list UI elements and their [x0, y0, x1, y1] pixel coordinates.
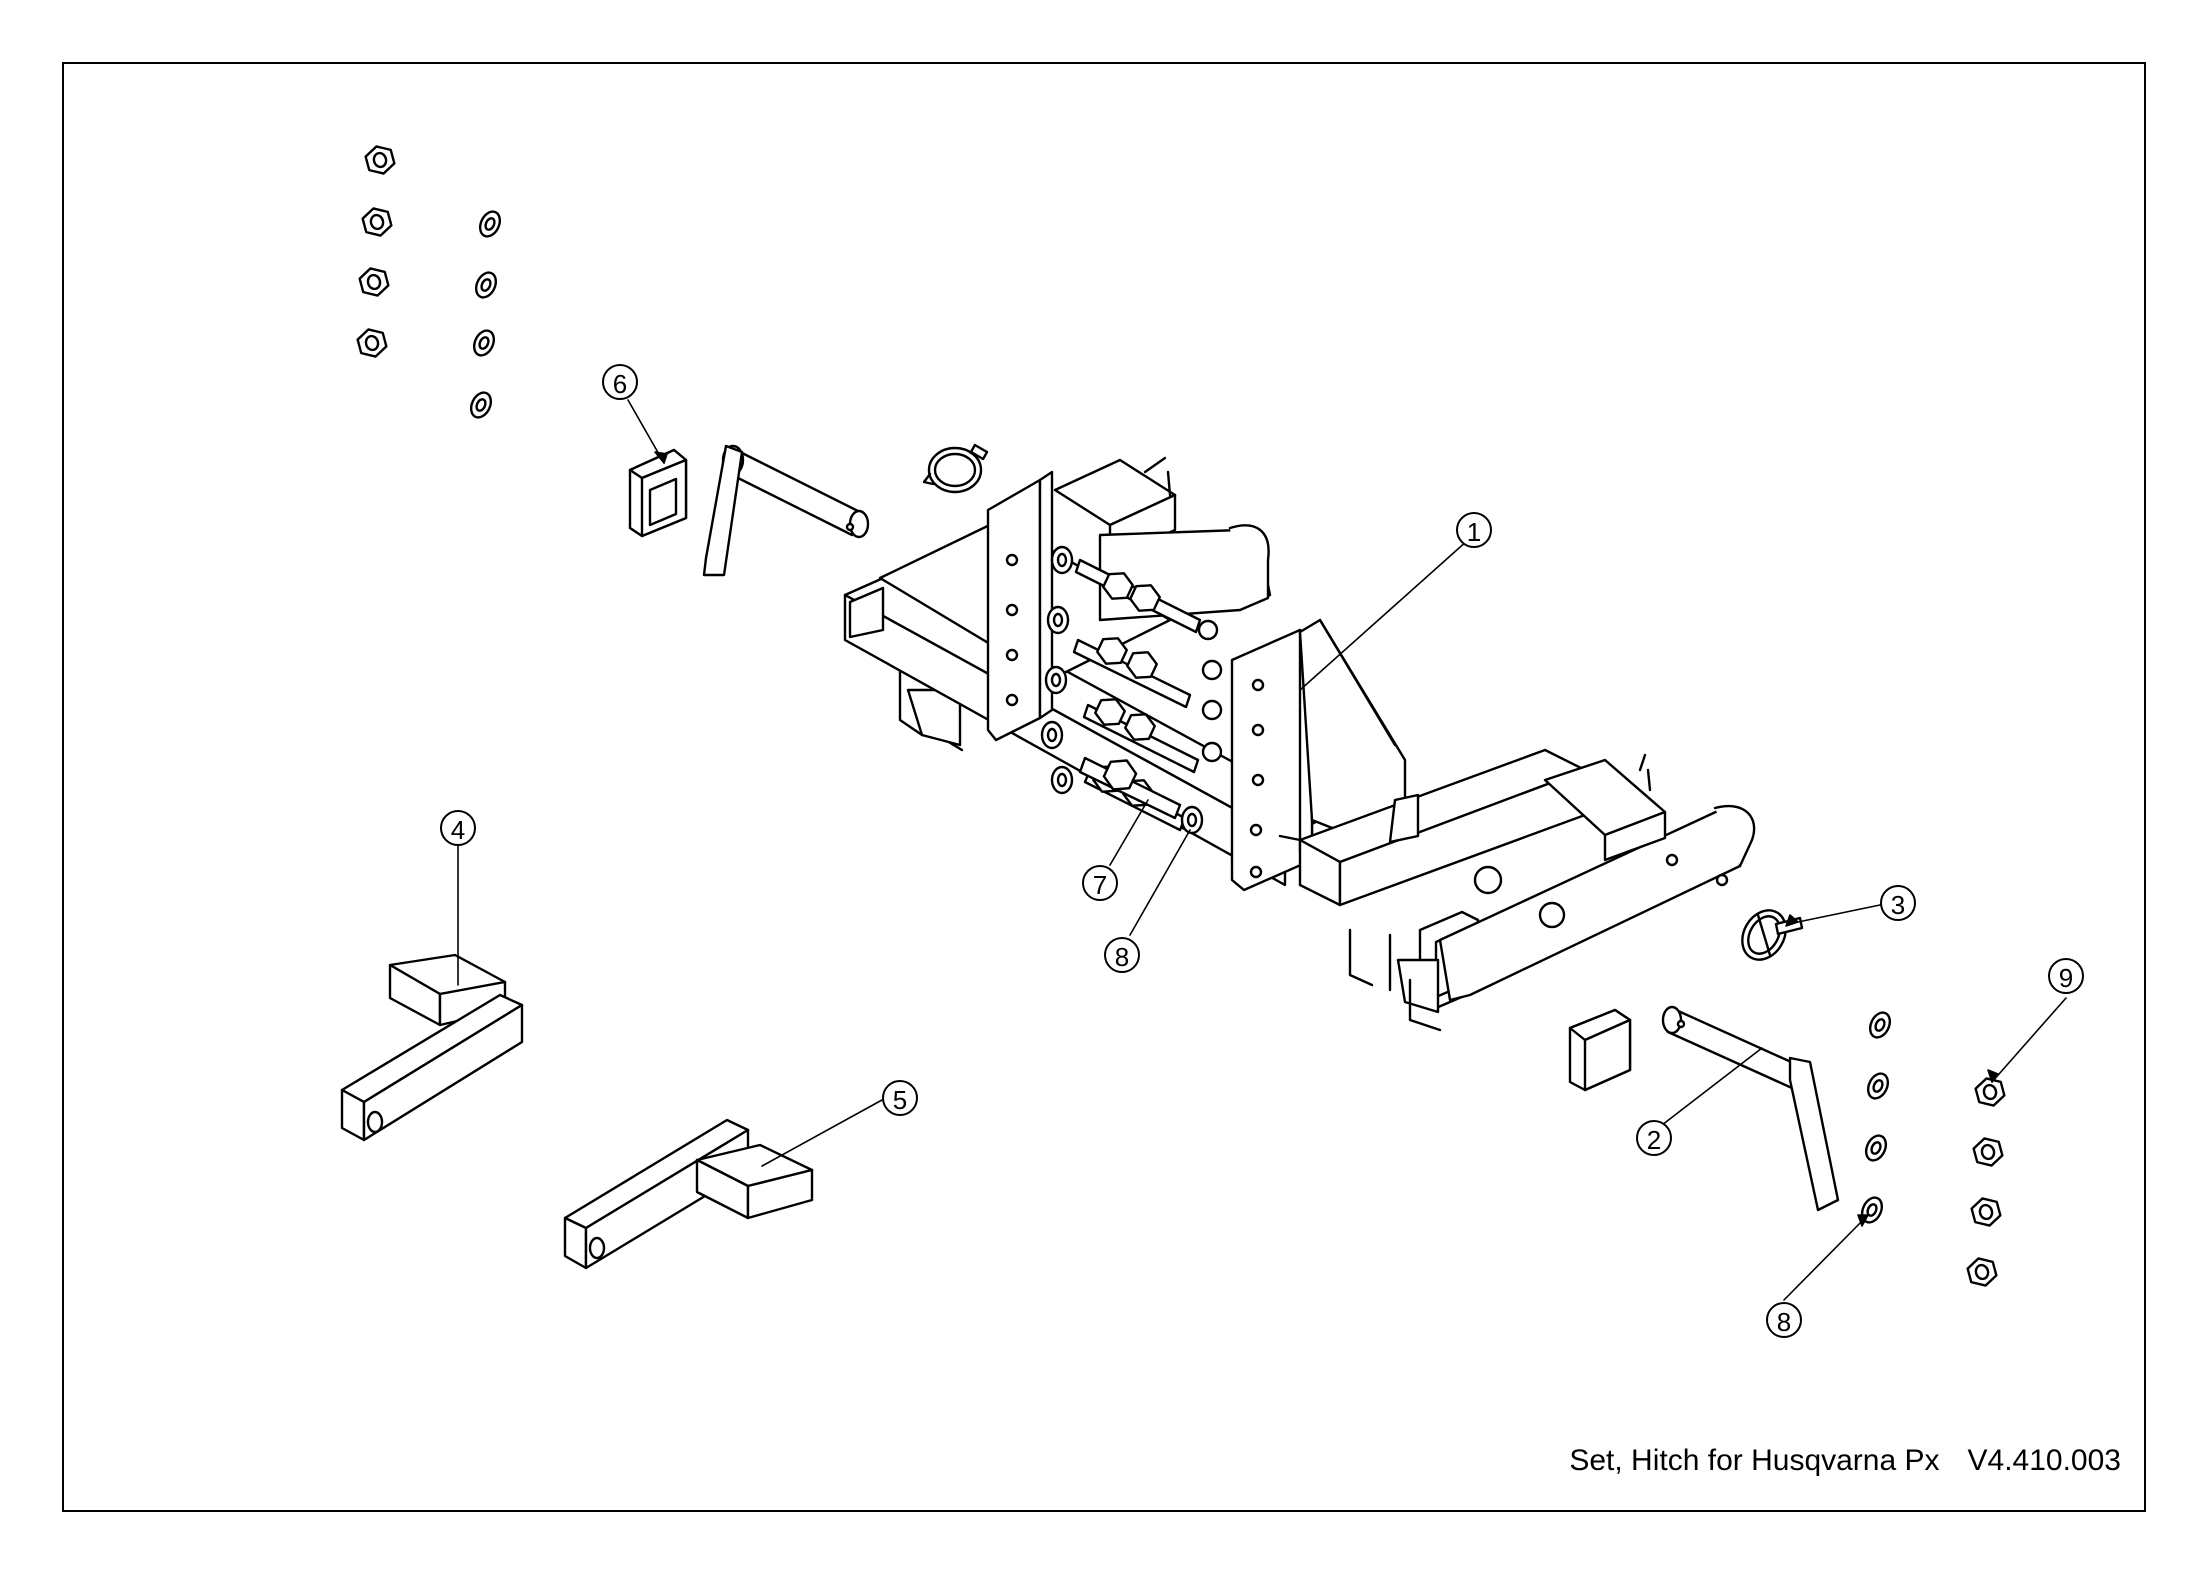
tube-plug-left — [628, 448, 688, 538]
svg-text:7: 7 — [1093, 870, 1107, 900]
svg-text:1: 1 — [1467, 517, 1481, 547]
nut-icon — [1966, 1257, 1998, 1287]
callout-5: 5 — [882, 1080, 918, 1116]
drawing-border — [62, 62, 2146, 1512]
drawing-code: V4.410.003 — [1967, 1444, 2121, 1477]
callout-6: 6 — [602, 364, 638, 400]
tube-plug-right — [1568, 1008, 1632, 1092]
left-bracket — [340, 953, 524, 1142]
svg-text:9: 9 — [2059, 963, 2073, 993]
drawing-title: Set, Hitch for Husqvarna Px — [1569, 1444, 1940, 1477]
right-bracket — [563, 1118, 814, 1270]
washer-icon — [472, 329, 496, 357]
loose-nuts-top-left — [356, 145, 396, 358]
washer-icon — [1866, 1072, 1890, 1100]
nut-icon — [364, 145, 396, 175]
callout-7: 7 — [1082, 865, 1118, 901]
callout-2: 2 — [1636, 1120, 1672, 1156]
svg-text:6: 6 — [613, 369, 627, 399]
right-pin — [1661, 1005, 1840, 1212]
lynch-clip-right — [1741, 909, 1804, 961]
nut-icon — [361, 207, 393, 237]
nut-icon — [1972, 1137, 2004, 1167]
callout-8-right: 8 — [1766, 1302, 1802, 1338]
hitch-frame — [843, 456, 1756, 1032]
washer-icon — [478, 210, 502, 238]
svg-text:2: 2 — [1647, 1125, 1661, 1155]
callout-8-frame: 8 — [1104, 937, 1140, 973]
nut-icon — [1970, 1197, 2002, 1227]
callout-9: 9 — [2048, 958, 2084, 994]
lynch-clip-top — [922, 443, 989, 494]
callout-1: 1 — [1456, 512, 1492, 548]
loose-washers-top-left — [469, 210, 502, 419]
svg-text:4: 4 — [451, 815, 465, 845]
callout-3: 3 — [1880, 885, 1916, 921]
callout-bubbles: 1 2 3 4 5 6 7 8 8 9 — [440, 364, 2084, 1338]
svg-text:8: 8 — [1777, 1307, 1791, 1337]
washer-icon — [1864, 1134, 1888, 1162]
svg-text:3: 3 — [1891, 890, 1905, 920]
svg-text:8: 8 — [1115, 942, 1129, 972]
loose-nuts-right — [1966, 1077, 2006, 1287]
nut-icon — [356, 328, 388, 358]
washer-icon — [474, 271, 498, 299]
callout-4: 4 — [440, 810, 476, 846]
drawing-title-block: Set, Hitch for Husqvarna Px V4.410.003 — [1569, 1444, 2121, 1478]
loose-washers-right — [1860, 1011, 1892, 1224]
washer-icon — [1868, 1011, 1892, 1039]
washer-icon — [469, 391, 493, 419]
svg-text:5: 5 — [893, 1085, 907, 1115]
nut-icon — [1974, 1077, 2006, 1107]
nut-icon — [358, 267, 390, 297]
leader-lines — [457, 399, 2067, 1301]
left-pin — [702, 444, 870, 577]
